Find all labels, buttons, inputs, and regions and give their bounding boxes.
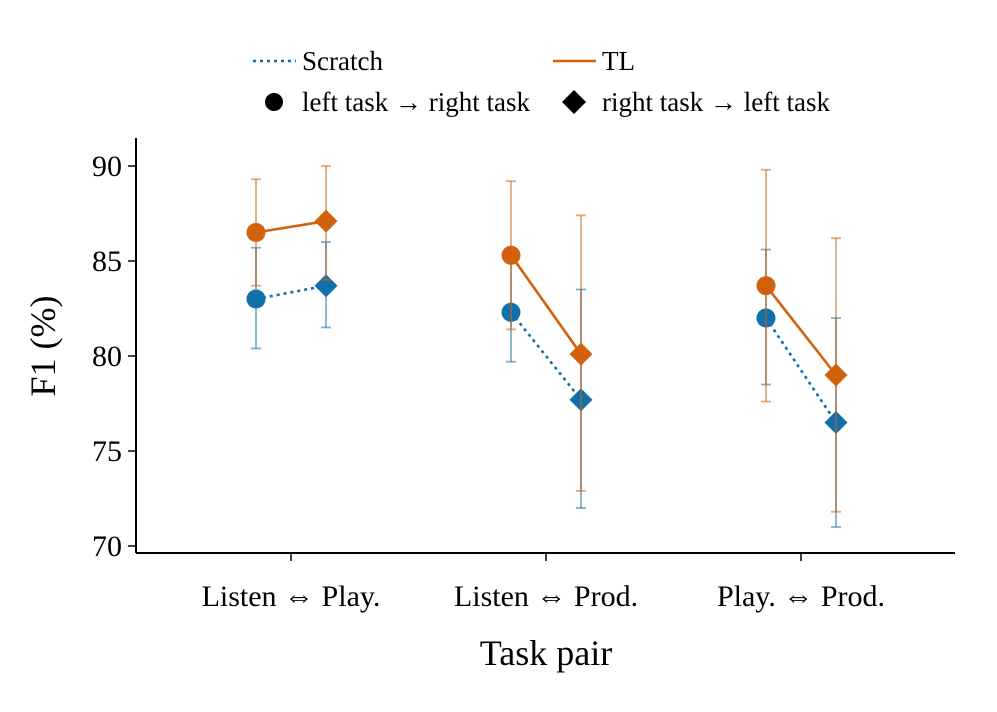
y-tick-label: 90 (92, 150, 122, 183)
scratch-connector-line (764, 317, 838, 424)
x-tick-label: Play. ⇔ Prod. (717, 580, 885, 613)
scratch-point-left-to-right (246, 289, 266, 309)
tl-point-right-to-left (314, 209, 338, 233)
legend-left-to-right-label: left task → right task (302, 87, 530, 117)
legend-tl-label: TL (602, 46, 635, 76)
tl-point-left-to-right (756, 276, 776, 296)
tl-point-left-to-right (501, 245, 521, 265)
tl-point-right-to-left (824, 363, 848, 387)
tl-connector-line (255, 219, 327, 234)
legend-right-to-left-label: right task → left task (602, 87, 830, 117)
tl-connector-line (509, 254, 583, 355)
chart-marks (246, 165, 848, 528)
legend: Scratch TL left task → right task right tas… (253, 46, 830, 117)
tl-point-right-to-left (569, 342, 593, 366)
tl-point-left-to-right (246, 223, 266, 242)
tl-connector-line (764, 284, 838, 376)
legend-circle-marker (265, 93, 283, 111)
y-axis-label: F1 (%) (23, 296, 63, 397)
scratch-point-right-to-left (314, 274, 338, 298)
x-axis-label: Task pair (480, 633, 612, 673)
y-tick-label: 75 (92, 435, 122, 468)
legend-diamond-marker (562, 90, 586, 114)
x-tick-label: Listen ⇔ Prod. (454, 580, 638, 613)
y-tick-label: 85 (92, 245, 122, 278)
x-tick-label: Listen ⇔ Play. (202, 580, 381, 613)
y-tick-label: 70 (92, 530, 122, 563)
legend-scratch-label: Scratch (302, 46, 383, 76)
scratch-connector-line (509, 311, 583, 401)
scratch-connector-line (255, 284, 327, 301)
y-tick-label: 80 (92, 340, 122, 373)
